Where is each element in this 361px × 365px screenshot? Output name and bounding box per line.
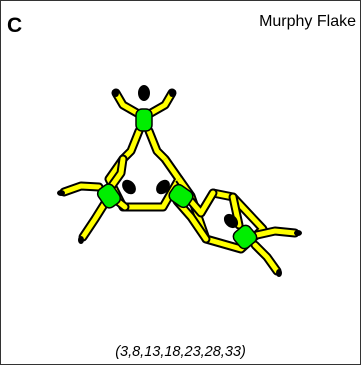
- foot-icon: [276, 269, 282, 277]
- jumper-left: [57, 154, 136, 244]
- torso-shape: [168, 183, 194, 209]
- head-icon: [156, 179, 170, 195]
- jumper-middle: [156, 179, 218, 244]
- jumper-top: [111, 85, 177, 164]
- torso-shape: [232, 224, 258, 250]
- hand-icon: [169, 89, 175, 97]
- formation-title: Murphy Flake: [259, 13, 356, 30]
- foot-icon: [294, 230, 302, 236]
- torso-shape: [96, 183, 122, 209]
- foot-icon: [57, 190, 65, 196]
- head-icon: [122, 179, 136, 195]
- jumper-right: [223, 192, 302, 277]
- hand-icon: [113, 89, 119, 97]
- torso-shape: [135, 108, 153, 132]
- head-icon: [223, 213, 239, 229]
- link-ring-left: [104, 156, 184, 212]
- panel-letter: C: [7, 14, 23, 37]
- foot-icon: [78, 236, 84, 244]
- formation-caption: (3,8,13,18,23,28,33): [115, 344, 246, 360]
- head-icon: [138, 85, 150, 101]
